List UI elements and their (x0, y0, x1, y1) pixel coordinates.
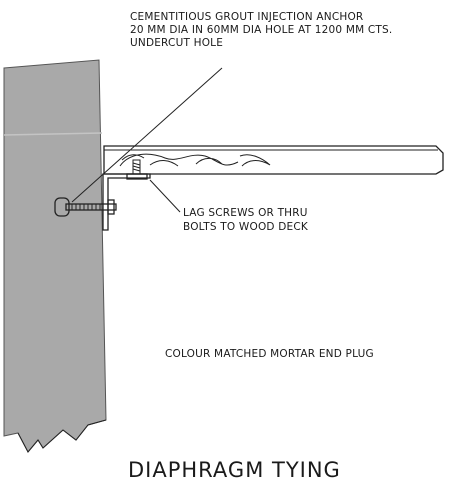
lag-screw-note: LAG SCREWS OR THRU BOLTS TO WOOD DECK (183, 207, 309, 233)
masonry-wall (3, 59, 107, 453)
anchor-leader (71, 67, 223, 203)
anchor-note-line-2: 20 MM DIA IN 60MM DIA HOLE AT 1200 MM CT… (130, 24, 392, 36)
mortar-plug-note: COLOUR MATCHED MORTAR END PLUG (165, 348, 374, 360)
anchor-grout-body (54, 197, 70, 217)
anchor-note: CEMENTITIOUS GROUT INJECTION ANCHOR 20 M… (130, 11, 392, 49)
wall-break-line (17, 419, 107, 453)
wall-body (3, 59, 107, 453)
lag-screw-thread (132, 162, 141, 172)
lag-screw-note-line-2: BOLTS TO WOOD DECK (183, 221, 309, 233)
lag-screw-shank (132, 159, 141, 175)
steel-angle (102, 173, 151, 231)
anchor-nut (107, 199, 115, 215)
wood-deck (103, 145, 444, 175)
grout-anchor (54, 197, 117, 217)
angle-profile (102, 173, 151, 231)
anchor-note-line-3: UNDERCUT HOLE (130, 37, 223, 49)
anchor-rod-thread (71, 204, 101, 210)
lag-screw-note-line-1: LAG SCREWS OR THRU (183, 207, 308, 219)
anchor-note-line-1: CEMENTITIOUS GROUT INJECTION ANCHOR (130, 11, 363, 23)
drawing-title: DIAPHRAGM TYING (128, 458, 341, 482)
anchor-rod (65, 203, 117, 211)
leader-lines (71, 67, 223, 213)
lag-screw (126, 159, 148, 180)
wall-mortar-joint (3, 132, 103, 136)
wood-grain (119, 153, 271, 167)
lag-screw-leader (149, 179, 181, 213)
